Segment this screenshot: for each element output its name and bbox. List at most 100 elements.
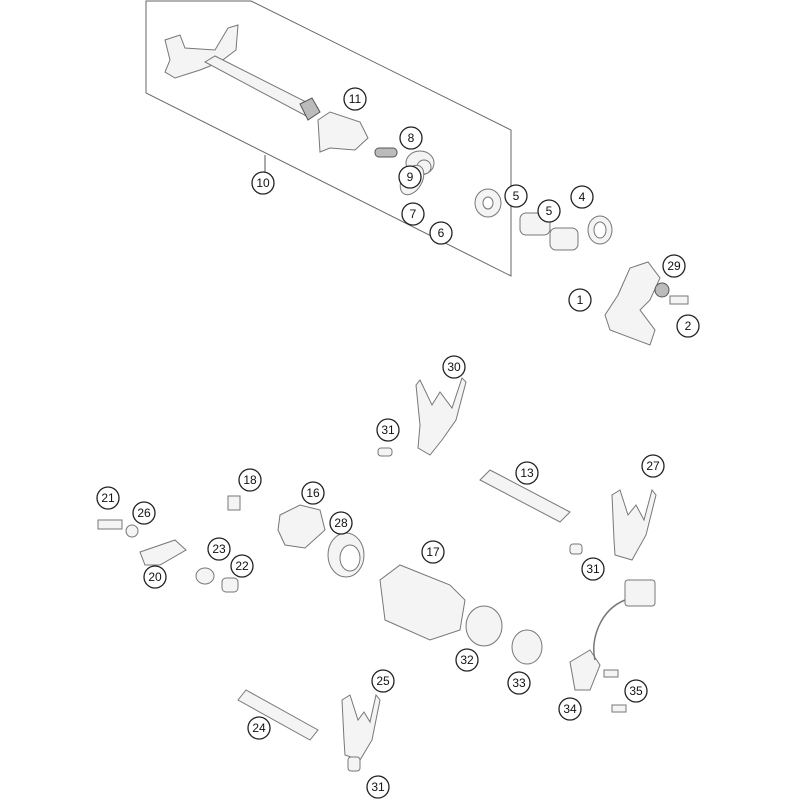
shift-fork-25: [341, 693, 381, 761]
callout-label: 8: [408, 131, 415, 145]
callout-29: 29: [662, 254, 686, 278]
callout-circle: [96, 486, 120, 510]
connector: [624, 579, 656, 607]
callout-label: 11: [349, 92, 362, 106]
callout-label: 25: [376, 674, 390, 688]
callout-33: 33: [507, 671, 531, 695]
callout-label: 31: [381, 423, 395, 437]
callout-circle: [398, 165, 422, 189]
callout-circle: [515, 461, 539, 485]
callout-34: 34: [558, 697, 582, 721]
callout-label: 4: [579, 190, 586, 204]
callout-18: 18: [238, 468, 262, 492]
shift-shaft: [164, 24, 321, 121]
callout-label: 26: [137, 506, 151, 520]
screw-2: [669, 295, 689, 305]
callout-circle: [581, 557, 605, 581]
callout-label: 33: [512, 676, 526, 690]
callout-17: 17: [421, 540, 445, 564]
callout-circle: [537, 199, 561, 223]
sensor-cable: [593, 599, 626, 661]
callout-circle: [570, 185, 594, 209]
callout-circle: [247, 716, 271, 740]
callout-label: 10: [256, 176, 270, 190]
callout-circle: [132, 501, 156, 525]
callout-circle: [371, 669, 395, 693]
callout-label: 27: [646, 459, 660, 473]
callout-circle: [568, 288, 592, 312]
callout-circle: [230, 554, 254, 578]
callout-label: 1: [577, 293, 584, 307]
callout-circle: [504, 184, 528, 208]
callout-label: 31: [371, 780, 385, 794]
callout-28: 28: [329, 511, 353, 535]
callout-label: 23: [212, 542, 226, 556]
callout-11: 11: [343, 87, 367, 111]
callout-label: 24: [252, 721, 266, 735]
callout-31: 31: [376, 418, 400, 442]
screw-21: [97, 519, 123, 530]
callout-25: 25: [371, 669, 395, 693]
locking-lever-20: [139, 539, 187, 566]
callout-circle: [301, 481, 325, 505]
callout-2: 2: [676, 314, 700, 338]
callout-label: 31: [586, 562, 600, 576]
pin-31c: [347, 756, 361, 772]
callout-32: 32: [455, 648, 479, 672]
callout-1: 1: [568, 288, 592, 312]
callout-24: 24: [247, 716, 271, 740]
callout-circle: [662, 254, 686, 278]
callout-8: 8: [399, 126, 423, 150]
spring: [374, 147, 398, 158]
callout-31: 31: [366, 775, 390, 799]
callout-circle: [207, 537, 231, 561]
spring-23: [195, 567, 215, 585]
callout-circle: [343, 87, 367, 111]
shift-fork-30: [415, 377, 467, 456]
callout-label: 13: [520, 466, 534, 480]
callout-label: 22: [235, 559, 249, 573]
callout-label: 9: [407, 170, 414, 184]
callout-13: 13: [515, 461, 539, 485]
callout-label: 32: [460, 653, 474, 667]
callout-10: 10: [251, 171, 275, 195]
callout-circle: [329, 511, 353, 535]
callout-label: 2: [685, 319, 692, 333]
callout-30: 30: [442, 355, 466, 379]
sensor-34: [569, 649, 601, 691]
callout-35: 35: [624, 679, 648, 703]
callout-circle: [376, 418, 400, 442]
callout-label: 7: [410, 207, 417, 221]
callout-6: 6: [429, 221, 453, 245]
callout-label: 6: [438, 226, 445, 240]
fork-rail-13: [479, 469, 571, 523]
callout-circle: [421, 540, 445, 564]
callout-label: 34: [563, 702, 577, 716]
callout-9: 9: [398, 165, 422, 189]
bearing-32: [465, 605, 503, 647]
callout-7: 7: [401, 202, 425, 226]
callout-circle: [143, 565, 167, 589]
washer: [474, 188, 502, 218]
pin-31b: [569, 543, 583, 555]
callout-circle: [238, 468, 262, 492]
callout-label: 5: [546, 204, 553, 218]
screw-35a: [603, 669, 619, 678]
callout-circle: [442, 355, 466, 379]
callout-label: 30: [447, 360, 461, 374]
callout-5: 5: [504, 184, 528, 208]
callout-circle: [455, 648, 479, 672]
shift-fork-27: [611, 488, 657, 561]
bushing-2: [549, 227, 579, 251]
callout-20: 20: [143, 565, 167, 589]
callout-27: 27: [641, 454, 665, 478]
callout-circle: [429, 221, 453, 245]
callout-label: 35: [629, 684, 643, 698]
callout-label: 16: [306, 486, 320, 500]
seal-ring: [587, 215, 613, 245]
screw-35b: [611, 704, 627, 713]
callout-label: 20: [148, 570, 162, 584]
callout-label: 21: [101, 491, 115, 505]
